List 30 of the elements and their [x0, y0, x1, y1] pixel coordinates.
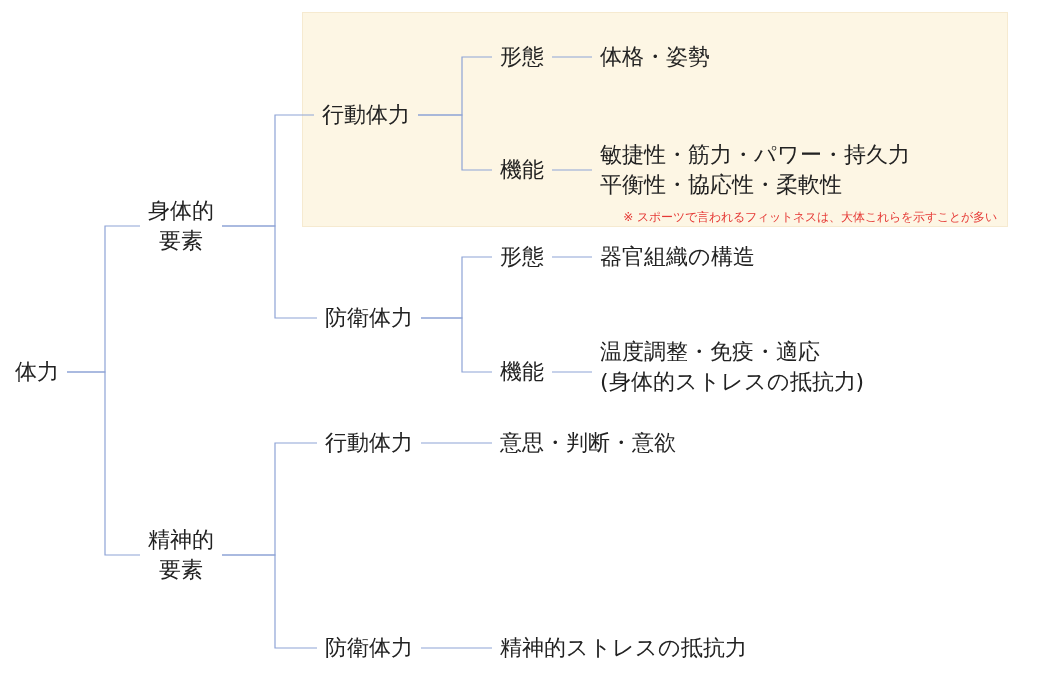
- tree-connector: [551, 169, 593, 171]
- note-text: ※ スポーツで言われるフィットネスは、大体これらを示すことが多い: [623, 209, 997, 225]
- tree-label: 精神的要素: [140, 525, 222, 585]
- tree-label: 体力: [7, 357, 67, 387]
- tree-label: 敏捷性・筋力・パワー・持久力平衡性・協応性・柔軟性: [592, 140, 918, 200]
- tree-label: 行動体力: [317, 428, 421, 458]
- tree-label: 器官組織の構造: [592, 242, 763, 272]
- tree-connector: [420, 442, 493, 444]
- tree-connector: [551, 56, 593, 58]
- tree-label: 精神的ストレスの抵抗力: [492, 633, 755, 663]
- tree-label: 機能: [492, 155, 552, 185]
- tree-label: 防衛体力: [317, 303, 421, 333]
- tree-label: 意思・判断・意欲: [492, 428, 684, 458]
- tree-label: 体格・姿勢: [592, 42, 718, 72]
- tree-connector: [551, 371, 593, 373]
- tree-connector: [221, 554, 318, 649]
- tree-label: 身体的要素: [140, 196, 222, 256]
- tree-connector: [420, 317, 493, 373]
- tree-connector: [221, 225, 318, 319]
- highlight-panel: [302, 12, 1008, 227]
- tree-label: 形態: [492, 42, 552, 72]
- tree-label: 温度調整・免疫・適応(身体的ストレスの抵抗力): [592, 337, 938, 397]
- tree-connector: [417, 114, 493, 171]
- tree-label: 形態: [492, 242, 552, 272]
- tree-connector: [66, 371, 141, 556]
- tree-connector: [420, 647, 493, 649]
- tree-label: 機能: [492, 357, 552, 387]
- tree-label: 行動体力: [314, 100, 418, 130]
- tree-label: 防衛体力: [317, 633, 421, 663]
- tree-connector: [551, 256, 593, 258]
